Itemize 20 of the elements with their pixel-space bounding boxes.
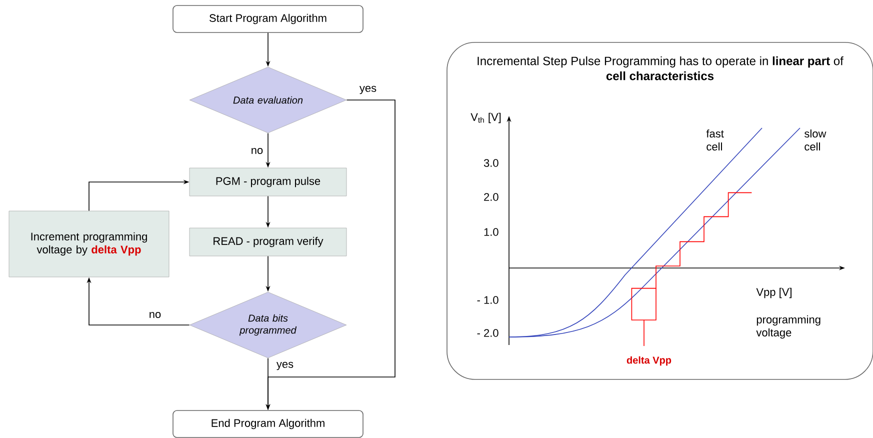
- axis-label: V$_{th}$ [V]: [470, 112, 501, 124]
- process-box: End Program Algorithm: [172, 410, 364, 438]
- curve-label: slow cell: [804, 129, 826, 151]
- process-box: Increment programming voltage by delta Vpp: [8, 210, 170, 278]
- tick-label: 3.0: [484, 159, 498, 167]
- axis-label: programming voltage: [756, 315, 820, 339]
- process-box: READ - program verify: [189, 228, 347, 256]
- curve-label: fast cell: [706, 129, 724, 151]
- edge-label: no: [250, 146, 264, 155]
- edge-label: yes: [358, 84, 378, 96]
- tick-label: - 2.0: [477, 329, 498, 337]
- bracket-label: delta Vpp: [626, 356, 672, 366]
- axis-label: Vpp [V]: [756, 288, 792, 298]
- edge-label: no: [148, 310, 162, 319]
- tick-label: - 1.0: [477, 296, 498, 304]
- process-box: PGM - program pulse: [189, 168, 347, 196]
- edge-label: yes: [275, 360, 295, 372]
- tick-label: 1.0: [484, 228, 498, 236]
- tick-label: 2.0: [484, 193, 498, 201]
- process-box: Start Program Algorithm: [172, 5, 364, 33]
